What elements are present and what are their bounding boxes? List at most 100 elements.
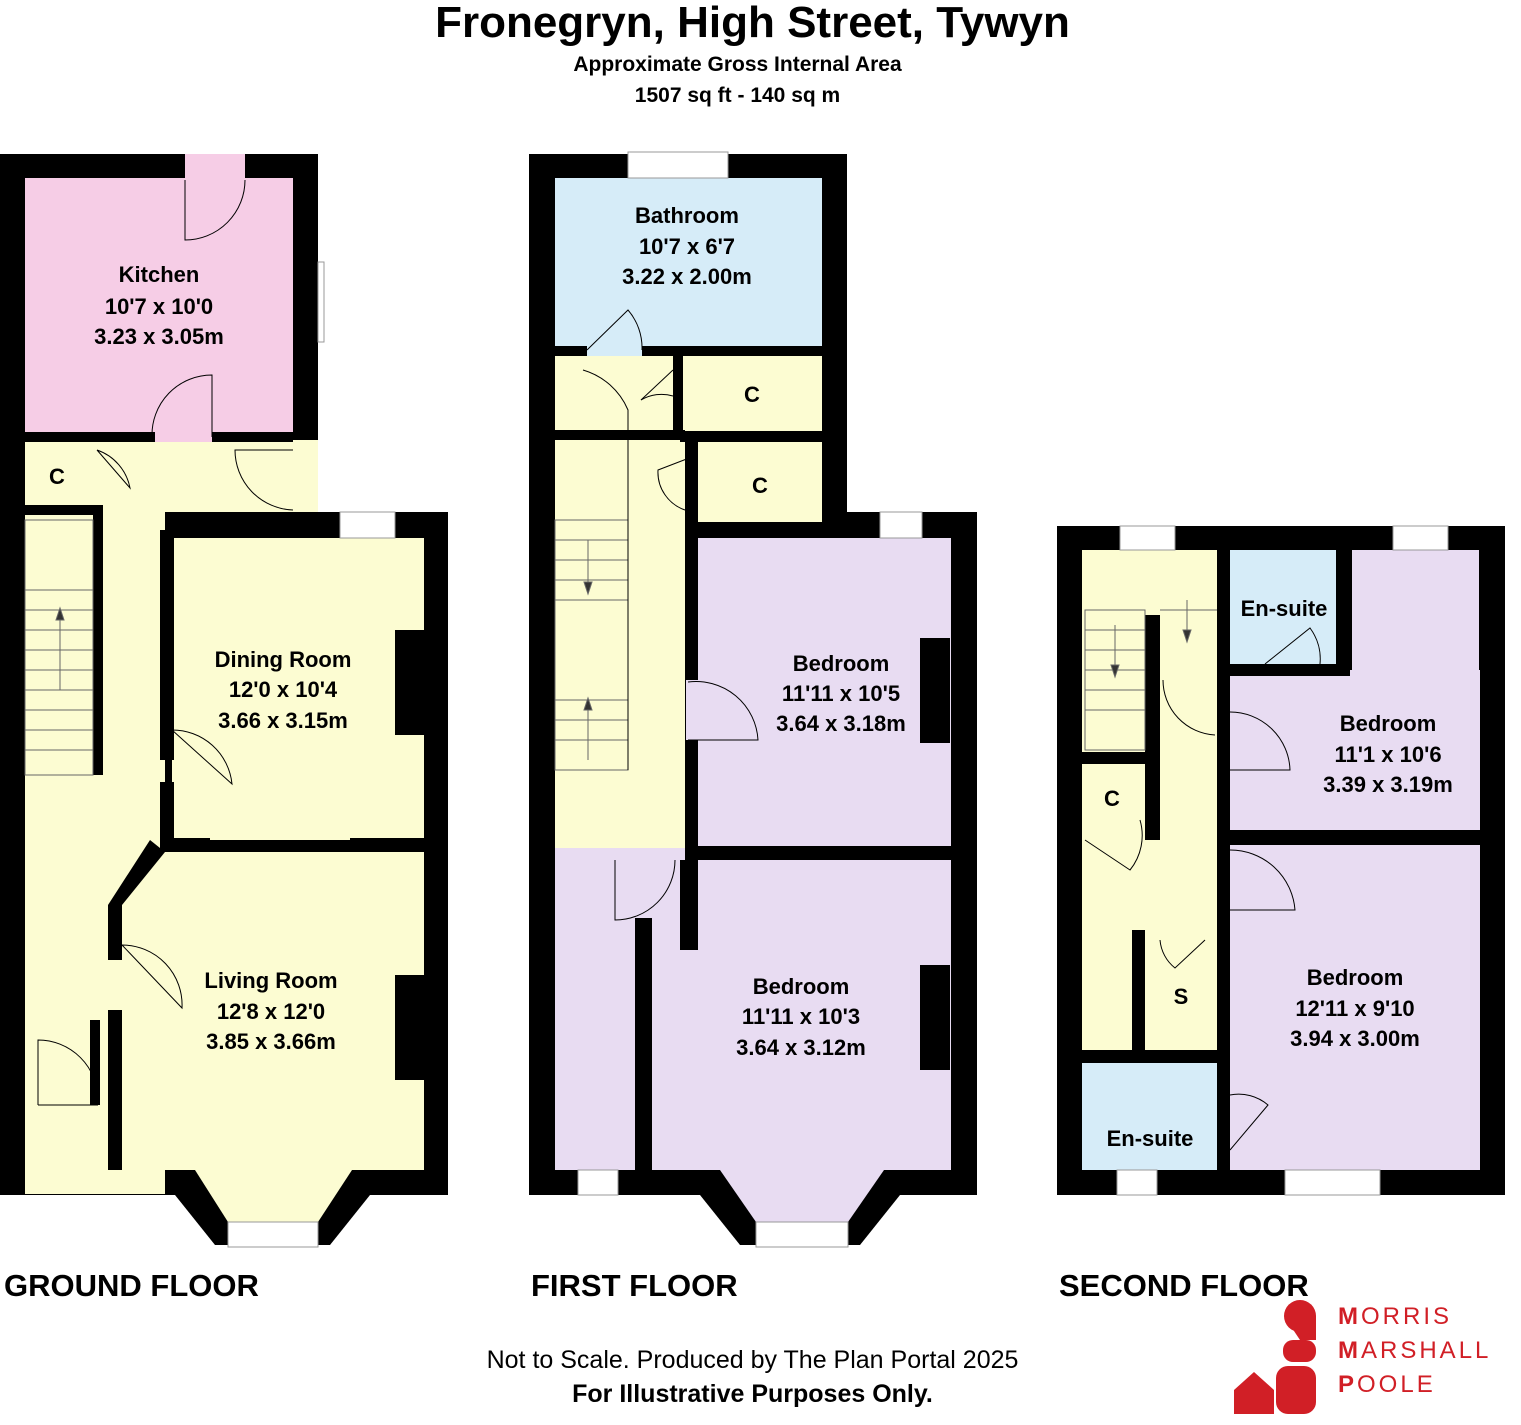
bedroom1-metric: 3.64 x 3.18m: [776, 711, 906, 736]
ground-windows: [227, 261, 396, 1248]
logo-line-2: MARSHALL: [1338, 1337, 1491, 1365]
bathroom-imperial: 10'7 x 6'7: [639, 234, 735, 259]
living-wall-left: [108, 1010, 122, 1170]
cupboard-wall-top: [1082, 752, 1150, 764]
living-bay: [195, 1170, 352, 1222]
ensuite1-wall-right: [1336, 550, 1352, 670]
bedroom4-metric: 3.94 x 3.00m: [1290, 1026, 1420, 1051]
first-landing: [555, 356, 685, 848]
dining-imperial: 12'0 x 10'4: [229, 677, 338, 702]
stair-wall: [93, 505, 103, 775]
second-stairs: [1084, 600, 1217, 751]
second-doors: [1084, 627, 1321, 1151]
cupboard-wall-right: [1145, 615, 1160, 840]
second-floor-plan: En-suite Bedroom 11'1 x 10'6 3.39 x 3.19…: [1057, 525, 1505, 1196]
ground-stairs: [24, 519, 94, 776]
dining-wall-left-low: [160, 782, 174, 852]
ensuite2-room: [1082, 1063, 1219, 1170]
dining-living-divider-right: [350, 838, 425, 852]
ground-hall-top: [25, 440, 318, 512]
bathroom-wall-bottom: [555, 346, 822, 356]
logo-initial-1: M: [1338, 1303, 1361, 1330]
ground-porch: [38, 1105, 98, 1194]
second-wall-a: [1217, 550, 1230, 670]
bedroom2-name: Bedroom: [753, 974, 850, 999]
logo-initial-3: P: [1338, 1371, 1358, 1398]
landing-cupboard-wall: [555, 430, 685, 440]
bedroom3-name: Bedroom: [1340, 711, 1437, 736]
first-floor-label: FIRST FLOOR: [531, 1268, 738, 1303]
first-bedroom1: [698, 538, 951, 846]
bedroom4-imperial: 12'11 x 9'10: [1295, 996, 1414, 1021]
store-room: [1145, 940, 1217, 1050]
first-cupboard1: [680, 356, 822, 431]
ground-doors: [37, 154, 318, 1106]
chimney-breast-bed1: [920, 638, 950, 743]
bedroom3-metric: 3.39 x 3.19m: [1323, 772, 1453, 797]
bedroom2-partition: [635, 940, 652, 1170]
living-metric: 3.85 x 3.66m: [206, 1029, 336, 1054]
bedroom3-4-divider: [1230, 830, 1485, 844]
logo-line-3: POOLE: [1338, 1371, 1436, 1399]
store-wall-left: [1132, 930, 1145, 1050]
kitchen-metric: 3.23 x 3.05m: [94, 324, 224, 349]
living-angled-wall: [108, 840, 165, 960]
ground-cupboard-label: C: [49, 464, 65, 489]
logo-initial-2: M: [1338, 1337, 1361, 1364]
kitchen-name: Kitchen: [119, 262, 200, 287]
logo-line-1: MORRIS: [1338, 1303, 1452, 1331]
cupboard-divider: [680, 432, 825, 442]
plan-area: 1507 sq ft - 140 sq m: [634, 84, 841, 107]
dining-room: [172, 538, 424, 840]
dining-name: Dining Room: [215, 647, 352, 672]
ensuite1-label: En-suite: [1241, 596, 1328, 621]
morris-marshall-poole-logo-mark: [1234, 1300, 1316, 1414]
ground-cupboard-wall: [25, 505, 97, 515]
bedroom3-room-low: [1230, 670, 1480, 830]
bedroom2-wall-stub: [680, 860, 698, 950]
bedroom2-metric: 3.64 x 3.12m: [736, 1035, 866, 1060]
chimney-breast-dining: [395, 630, 425, 735]
first-bedroom2: [652, 860, 951, 1170]
bathroom-name: Bathroom: [635, 203, 739, 228]
dining-living-divider-left: [160, 838, 210, 852]
logo-rest-1: ORRIS: [1361, 1303, 1453, 1330]
bathroom-metric: 3.22 x 2.00m: [622, 264, 752, 289]
ensuite1-wall-bottom: [1230, 664, 1350, 676]
kitchen-room: [25, 178, 293, 440]
second-windows: [1116, 525, 1449, 1196]
chimney-breast-living: [395, 975, 425, 1080]
bedroom1-wall-left: [686, 442, 698, 848]
logo-rest-2: ARSHALL: [1361, 1337, 1492, 1364]
plan-subtitle: Approximate Gross Internal Area: [573, 53, 902, 76]
first-cupboard2: [697, 442, 822, 522]
bedroom1-imperial: 11'11 x 10'5: [782, 681, 900, 706]
footer-illustrative: For Illustrative Purposes Only.: [572, 1380, 933, 1408]
bathroom-room: [555, 178, 822, 346]
bedroom4-room: [1230, 845, 1480, 1170]
bedroom3-imperial: 11'1 x 10'6: [1334, 742, 1441, 767]
logo-rest-3: OOLE: [1357, 1371, 1436, 1398]
bedroom2-imperial: 11'11 x 10'3: [742, 1004, 860, 1029]
dining-wall-left: [160, 530, 174, 760]
first-cupboard2-label: C: [752, 473, 768, 498]
living-name: Living Room: [204, 968, 337, 993]
ensuite2-label: En-suite: [1107, 1126, 1194, 1151]
kitchen-imperial: 10'7 x 10'0: [105, 294, 213, 319]
second-wall-b: [1217, 850, 1230, 1170]
living-imperial: 12'8 x 12'0: [217, 999, 325, 1024]
first-doors: [582, 309, 759, 921]
dining-metric: 3.66 x 3.15m: [218, 708, 348, 733]
ensuite2-wall-top: [1082, 1050, 1219, 1063]
kitchen-wall-bottom-right: [212, 432, 318, 442]
living-room: [122, 852, 424, 1170]
first-windows: [577, 151, 923, 1248]
porch-wall: [90, 1020, 100, 1105]
first-bay: [720, 1170, 884, 1222]
ground-floor-plan: C Kitchen 10'7 x 10'0 3.23 x 3.05m Dinin…: [0, 154, 448, 1248]
bedroom-divider: [686, 848, 951, 860]
bedroom4-name: Bedroom: [1307, 965, 1404, 990]
footer-disclaimer: Not to Scale. Produced by The Plan Porta…: [486, 1346, 1019, 1374]
second-cupboard-label: C: [1104, 786, 1120, 811]
